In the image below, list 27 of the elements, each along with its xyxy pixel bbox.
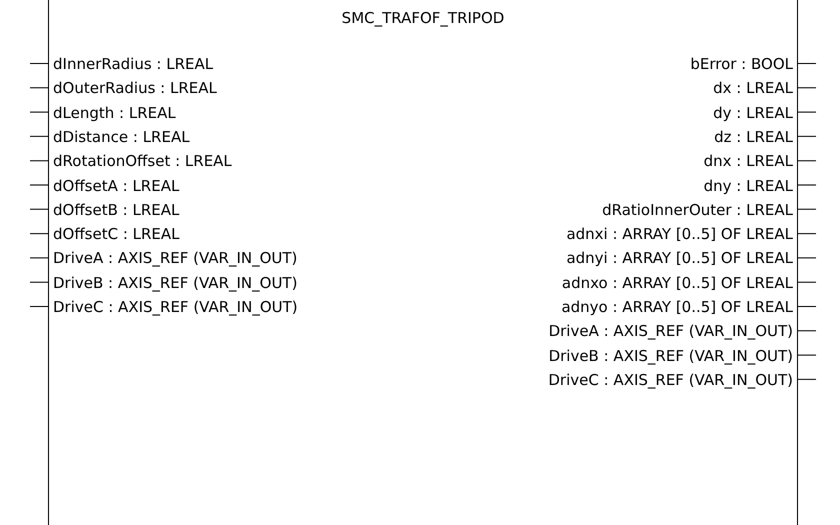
output-pin-label: bError : BOOL: [690, 55, 793, 73]
input-pin-label: dOffsetC : LREAL: [53, 225, 180, 244]
output-pin-label: DriveA : AXIS_REF (VAR_IN_OUT): [548, 322, 793, 340]
input-pin-label: DriveA : AXIS_REF (VAR_IN_OUT): [53, 249, 298, 268]
output-pin-label: dny : LREAL: [704, 176, 793, 194]
output-pin-label: adnxi : ARRAY [0..5] OF LREAL: [566, 225, 793, 244]
output-pin-label: adnyo : ARRAY [0..5] OF LREAL: [561, 298, 793, 316]
output-pin-label: dz : LREAL: [714, 128, 793, 146]
input-pin-label: DriveC : AXIS_REF (VAR_IN_OUT): [53, 298, 298, 316]
output-pin-label: dRatioInnerOuter : LREAL: [602, 200, 793, 219]
input-pin-label: dOuterRadius : LREAL: [53, 79, 217, 98]
input-pin-label: dInnerRadius : LREAL: [53, 55, 214, 73]
input-pin-label: DriveB : AXIS_REF (VAR_IN_OUT): [53, 274, 298, 292]
output-pin-label: dx : LREAL: [713, 79, 793, 98]
output-pin-label: adnxo : ARRAY [0..5] OF LREAL: [562, 274, 793, 292]
output-pin-label: adnyi : ARRAY [0..5] OF LREAL: [566, 249, 793, 268]
block-title: SMC_TRAFOF_TRIPOD: [340, 9, 506, 27]
input-pin-label: dOffsetA : LREAL: [53, 176, 180, 194]
function-block: [48, 0, 798, 525]
output-pin-label: dy : LREAL: [713, 104, 793, 122]
input-pin-label: dDistance : LREAL: [53, 128, 190, 146]
output-pin-label: DriveC : AXIS_REF (VAR_IN_OUT): [548, 370, 793, 389]
output-pin-label: dnx : LREAL: [704, 152, 793, 170]
output-pin-label: DriveB : AXIS_REF (VAR_IN_OUT): [548, 346, 793, 365]
input-pin-label: dLength : LREAL: [53, 104, 176, 122]
input-pin-label: dOffsetB : LREAL: [53, 200, 180, 219]
input-pin-label: dRotationOffset : LREAL: [53, 152, 232, 170]
